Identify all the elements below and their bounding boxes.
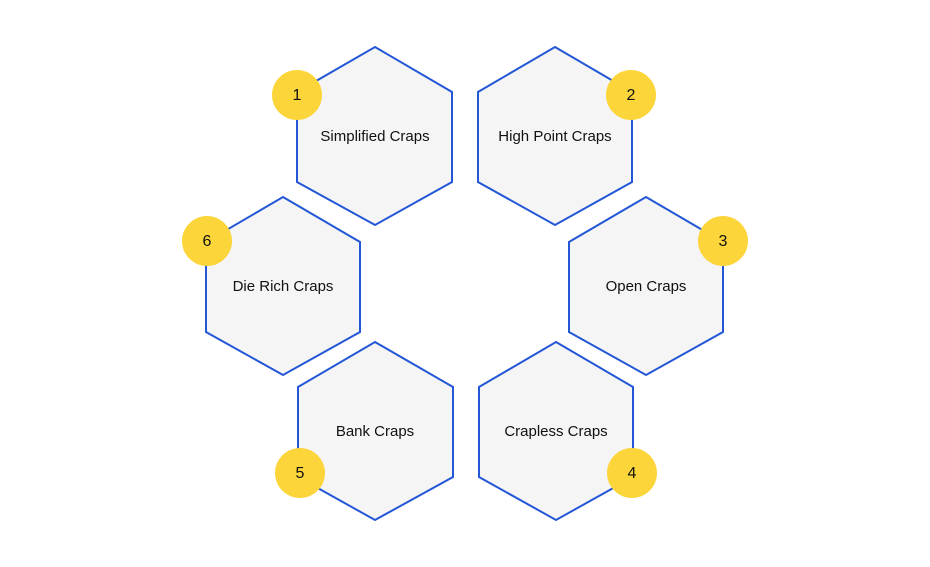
hex-node-3: Open Craps 3 (568, 195, 748, 377)
hex-node-1: Simplified Craps 1 (272, 45, 453, 227)
number-badge-text: 5 (296, 465, 305, 482)
hex-label: Die Rich Craps (233, 278, 334, 295)
number-badge-text: 6 (203, 233, 212, 250)
hexagon-shape (297, 340, 454, 522)
number-badge (182, 216, 232, 266)
hex-label: Simplified Craps (320, 128, 429, 145)
number-badge (275, 448, 325, 498)
number-badge-text: 3 (719, 233, 728, 250)
hex-label: High Point Craps (498, 128, 611, 145)
number-badge-text: 4 (628, 465, 637, 482)
hexagon-shape (478, 340, 634, 522)
hex-label: Bank Craps (336, 423, 414, 440)
hex-node-5: Bank Craps 5 (275, 340, 454, 522)
number-badge-text: 2 (627, 87, 636, 104)
hex-label: Open Craps (606, 278, 687, 295)
number-badge-text: 1 (293, 87, 302, 104)
hex-node-6: Die Rich Craps 6 (182, 195, 361, 377)
hex-node-2: High Point Craps 2 (477, 45, 656, 227)
hex-node-4: Crapless Craps 4 (478, 340, 657, 522)
number-badge (606, 70, 656, 120)
number-badge (272, 70, 322, 120)
hex-label: Crapless Craps (504, 423, 607, 440)
number-badge (698, 216, 748, 266)
number-badge (607, 448, 657, 498)
